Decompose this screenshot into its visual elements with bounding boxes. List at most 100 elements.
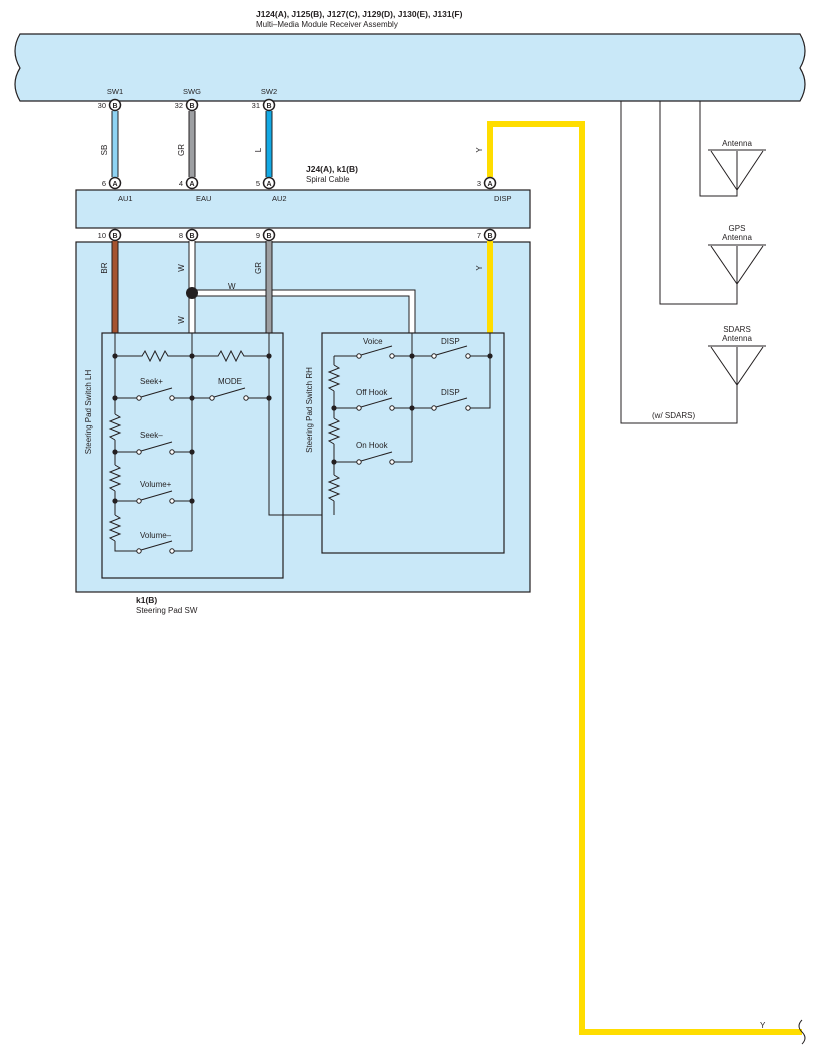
wire-color-sb: SB xyxy=(100,145,109,156)
switch-off-hook-label: Off Hook xyxy=(356,388,388,397)
pin-label: AU2 xyxy=(272,194,287,203)
pin-conn: A xyxy=(487,181,492,188)
receiver-terminal-sw2: SW2 31 B xyxy=(252,87,277,112)
receiver-assembly: J124(A), J125(B), J127(C), J129(D), J130… xyxy=(14,9,806,102)
spiral-connectors-label: J24(A), k1(B) xyxy=(306,164,358,174)
wire-color-y: Y xyxy=(475,147,484,153)
terminal-pin: 31 xyxy=(252,101,260,110)
switch-volume-minus-label: Volume– xyxy=(140,531,172,540)
wire-color-w-lower: W xyxy=(177,316,186,324)
pin-circle xyxy=(185,176,199,190)
switch-seek-plus-label: Seek+ xyxy=(140,377,163,386)
splice-point xyxy=(186,287,198,299)
sdars-antenna-label-2: Antenna xyxy=(722,334,752,343)
switch-rh: Steering Pad Switch RH xyxy=(305,332,505,554)
spiral-pin-au1: 6 A AU1 xyxy=(102,176,133,203)
wire-color-l: L xyxy=(254,147,263,152)
pin-circle xyxy=(483,176,497,190)
pin-number: 7 xyxy=(477,231,481,240)
switch-disp-top-label: DISP xyxy=(441,337,460,346)
terminal-conn: B xyxy=(189,103,194,110)
receiver-connectors-label: J124(A), J125(B), J127(C), J129(D), J130… xyxy=(256,9,463,19)
pin-circle xyxy=(262,98,276,112)
pin-number: 3 xyxy=(477,179,481,188)
pin-number: 10 xyxy=(98,231,106,240)
wire-color-w-horizontal: W xyxy=(228,282,236,291)
pin-number: 9 xyxy=(256,231,260,240)
spiral-pin-10: 10 B xyxy=(98,228,122,242)
sdars-antenna-label-1: SDARS xyxy=(723,325,751,334)
pin-circle xyxy=(108,228,122,242)
pin-circle xyxy=(108,98,122,112)
terminal-pin: 32 xyxy=(175,101,183,110)
spiral-pin-eau: 4 A EAU xyxy=(179,176,211,203)
pin-label: AU1 xyxy=(118,194,133,203)
receiver-terminals: SW1 30 B SWG 32 B SW2 31 B xyxy=(98,87,277,112)
pin-circle xyxy=(262,176,276,190)
wire-color-y-bottom: Y xyxy=(760,1021,766,1030)
receiver-name-label: Multi–Media Module Receiver Assembly xyxy=(256,20,398,29)
pin-conn: A xyxy=(189,181,194,188)
terminal-name: SW1 xyxy=(107,87,123,96)
switch-rh-label: Steering Pad Switch RH xyxy=(305,367,314,453)
pin-circle xyxy=(483,228,497,242)
spiral-name-label: Spiral Cable xyxy=(306,175,350,184)
pin-conn: A xyxy=(266,181,271,188)
pin-number: 4 xyxy=(179,179,183,188)
terminal-conn: B xyxy=(112,103,117,110)
wire-y-long xyxy=(487,121,802,1035)
terminal-pin: 30 xyxy=(98,101,106,110)
spiral-pin-7: 7 B xyxy=(477,228,497,242)
pin-number: 6 xyxy=(102,179,106,188)
receiver-body xyxy=(14,33,806,102)
sdars-note: (w/ SDARS) xyxy=(652,411,695,420)
sdars-antenna-icon xyxy=(708,345,766,386)
wire-color-gr: GR xyxy=(177,144,186,156)
antenna-lines: (w/ SDARS) xyxy=(620,101,738,424)
spiral-bottom-pins: 10 B 8 B 9 B 7 B xyxy=(98,228,497,242)
terminal-name: SWG xyxy=(183,87,201,96)
spiral-pin-9: 9 B xyxy=(256,228,276,242)
pin-number: 8 xyxy=(179,231,183,240)
pin-circle xyxy=(185,228,199,242)
spiral-cable-body xyxy=(75,189,531,229)
pin-circle xyxy=(185,98,199,112)
switch-disp-middle-label: DISP xyxy=(441,388,460,397)
pin-circle xyxy=(262,228,276,242)
switch-seek-minus-label: Seek– xyxy=(140,431,163,440)
switch-lh-label: Steering Pad Switch LH xyxy=(84,370,93,455)
sdars-antenna: SDARS Antenna xyxy=(708,325,766,386)
switch-on-hook-label: On Hook xyxy=(356,441,389,450)
switch-mode-label: MODE xyxy=(218,377,242,386)
wire-color-br: BR xyxy=(100,262,109,273)
terminal-conn: B xyxy=(266,103,271,110)
pin-number: 5 xyxy=(256,179,260,188)
pin-circle xyxy=(108,176,122,190)
spiral-pin-au2: 5 A AU2 xyxy=(256,176,287,203)
wire-color-w: W xyxy=(177,264,186,272)
spiral-top-pins: 6 A AU1 4 A EAU 5 A AU2 3 A DISP xyxy=(102,176,512,203)
receiver-terminal-sw1: SW1 30 B xyxy=(98,87,123,112)
wire-w-horizontal xyxy=(192,289,416,333)
switch-rh-box xyxy=(321,332,505,554)
switch-volume-plus-label: Volume+ xyxy=(140,480,172,489)
wire-break-icon xyxy=(798,1019,806,1045)
switch-voice-label: Voice xyxy=(363,337,383,346)
pin-conn: A xyxy=(112,181,117,188)
pin-conn: B xyxy=(266,233,271,240)
gps-antenna-icon xyxy=(708,244,766,285)
pin-label: DISP xyxy=(494,194,512,203)
switch-lh: Steering Pad Switch LH xyxy=(84,332,334,579)
steering-pad-name: Steering Pad SW xyxy=(136,606,198,615)
wire-color-gr-lower: GR xyxy=(254,262,263,274)
wire-color-y-lower: Y xyxy=(475,265,484,271)
pin-conn: B xyxy=(112,233,117,240)
gps-antenna: GPS Antenna xyxy=(708,224,766,285)
antenna: Antenna xyxy=(708,139,766,191)
spiral-cable: J24(A), k1(B) Spiral Cable xyxy=(75,164,531,229)
gps-antenna-label-1: GPS xyxy=(729,224,746,233)
terminal-name: SW2 xyxy=(261,87,277,96)
spiral-pin-8: 8 B xyxy=(179,228,199,242)
antenna-label: Antenna xyxy=(722,139,752,148)
